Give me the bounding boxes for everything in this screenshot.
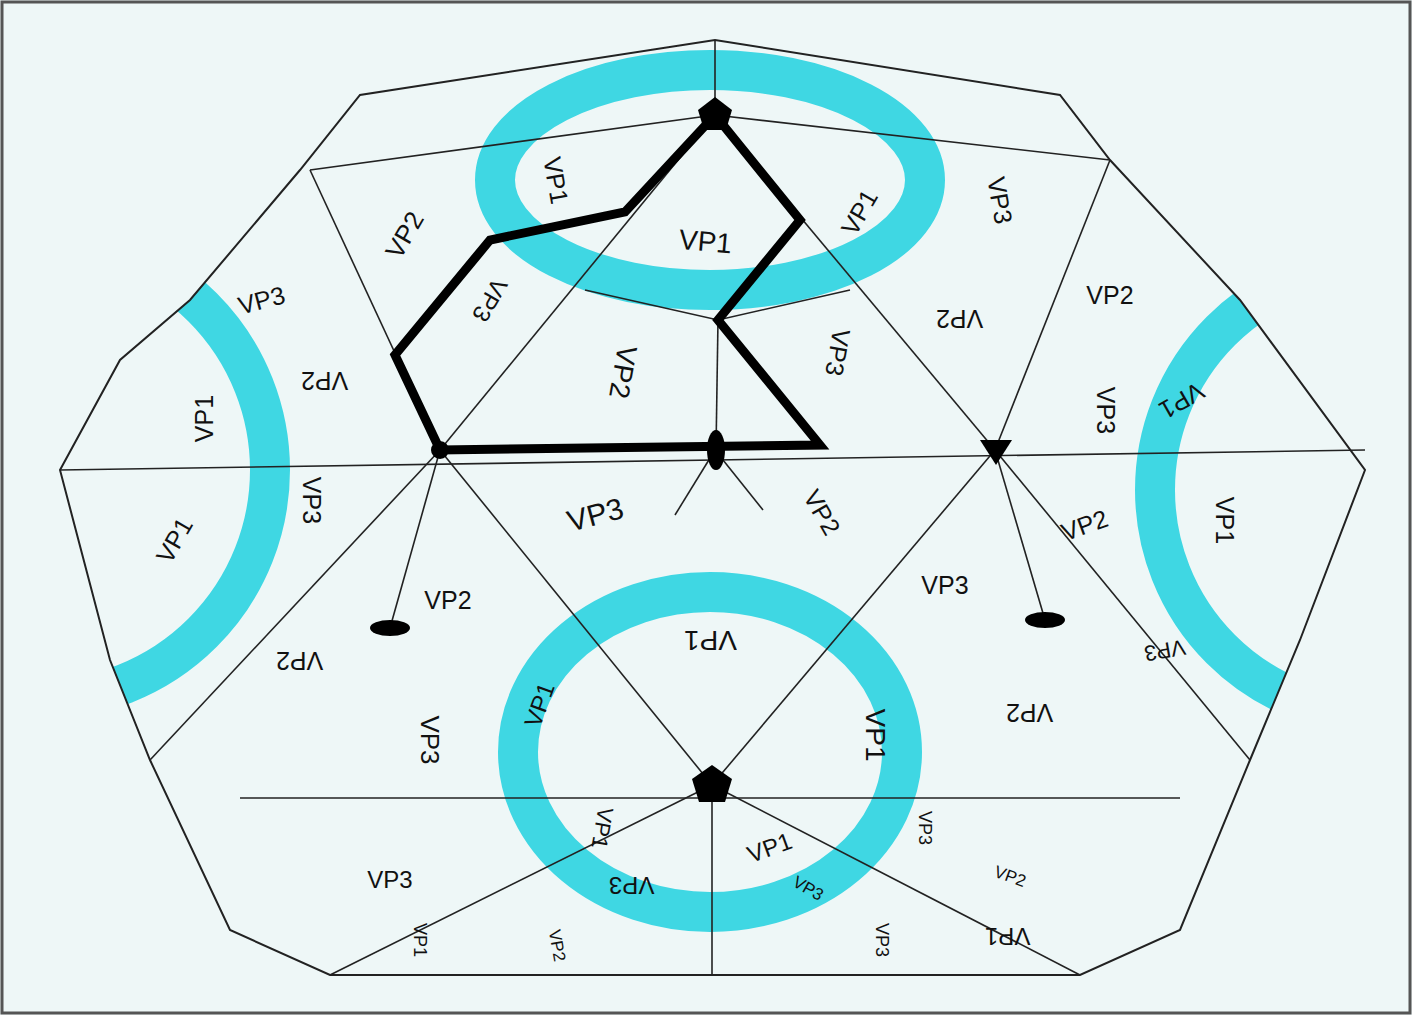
protein-label: VP2 [301, 368, 348, 393]
facet-line [715, 115, 1110, 160]
protein-label: VP1 [837, 185, 882, 238]
protein-label: VP3 [790, 873, 826, 904]
ring [0, 240, 270, 700]
protein-label: VP3 [873, 923, 891, 957]
symmetry-symbols [370, 97, 1065, 802]
protein-label: VP3 [417, 715, 443, 764]
protein-label: VP2 [799, 485, 844, 538]
protein-label: VP1 [540, 155, 573, 206]
fivefold-symbol [698, 97, 732, 130]
protein-label: VP1 [684, 626, 737, 654]
protein-label: VP3 [1143, 636, 1188, 665]
protein-label: VP3 [299, 476, 324, 523]
facet-line [995, 450, 1045, 620]
protein-label: VP2 [276, 648, 323, 673]
ring [1155, 265, 1412, 715]
protein-label: VP1 [677, 226, 732, 259]
facet-line [150, 450, 440, 760]
threefold-symbol [980, 440, 1012, 465]
protein-label: VP2 [1059, 505, 1112, 545]
protein-label: VP1 [861, 709, 889, 762]
facet-line [310, 115, 715, 170]
ring [518, 592, 902, 912]
protein-label: VP3 [468, 274, 511, 325]
facet-line [995, 450, 1250, 760]
protein-label: VP2 [1086, 283, 1133, 308]
cyan-rings [0, 70, 1412, 912]
protein-label: VP3 [236, 282, 288, 318]
ring [495, 70, 925, 290]
protein-label: VP1 [411, 923, 429, 957]
facet-line [330, 785, 712, 975]
protein-label: VP3 [921, 573, 968, 598]
protein-label: VP2 [546, 928, 568, 963]
protein-label: VP3 [822, 327, 855, 378]
protein-label: VP1 [985, 924, 1030, 948]
capsid-outline [60, 40, 1365, 975]
facet-line [440, 450, 712, 785]
protein-label: VP1 [745, 829, 796, 867]
protein-label: VP1 [521, 680, 559, 731]
protein-label: VP2 [381, 207, 428, 263]
twofold-symbol [370, 620, 410, 636]
protein-label: VP3 [1093, 386, 1118, 433]
facet-line [712, 450, 995, 785]
protein-label: VP1 [152, 513, 197, 566]
protein-label: VP3 [916, 811, 934, 845]
protein-label: VP2 [992, 863, 1028, 890]
fivefold-symbol [692, 765, 732, 802]
twofold-symbol [1025, 612, 1065, 628]
facet-line [712, 785, 1080, 975]
protein-label: VP1 [1212, 496, 1237, 543]
facet-lines [60, 40, 1365, 975]
protein-label: VP2 [936, 306, 983, 331]
protein-label: VP2 [604, 344, 641, 401]
threefold-symbol [431, 441, 449, 459]
protein-label: VP2 [1006, 700, 1053, 725]
protein-label: VP2 [424, 588, 471, 613]
protein-label: VP3 [984, 175, 1017, 226]
protein-label: VP3 [609, 873, 654, 897]
protein-label: VP1 [192, 394, 217, 441]
asymmetric-unit-outline [395, 115, 820, 450]
protein-label: VP3 [367, 868, 412, 892]
facet-line [711, 785, 713, 975]
protein-label: VP3 [564, 493, 627, 537]
twofold-symbol [707, 430, 725, 470]
protein-label: VP1 [588, 806, 617, 851]
protein-label: VP1 [1155, 377, 1208, 422]
